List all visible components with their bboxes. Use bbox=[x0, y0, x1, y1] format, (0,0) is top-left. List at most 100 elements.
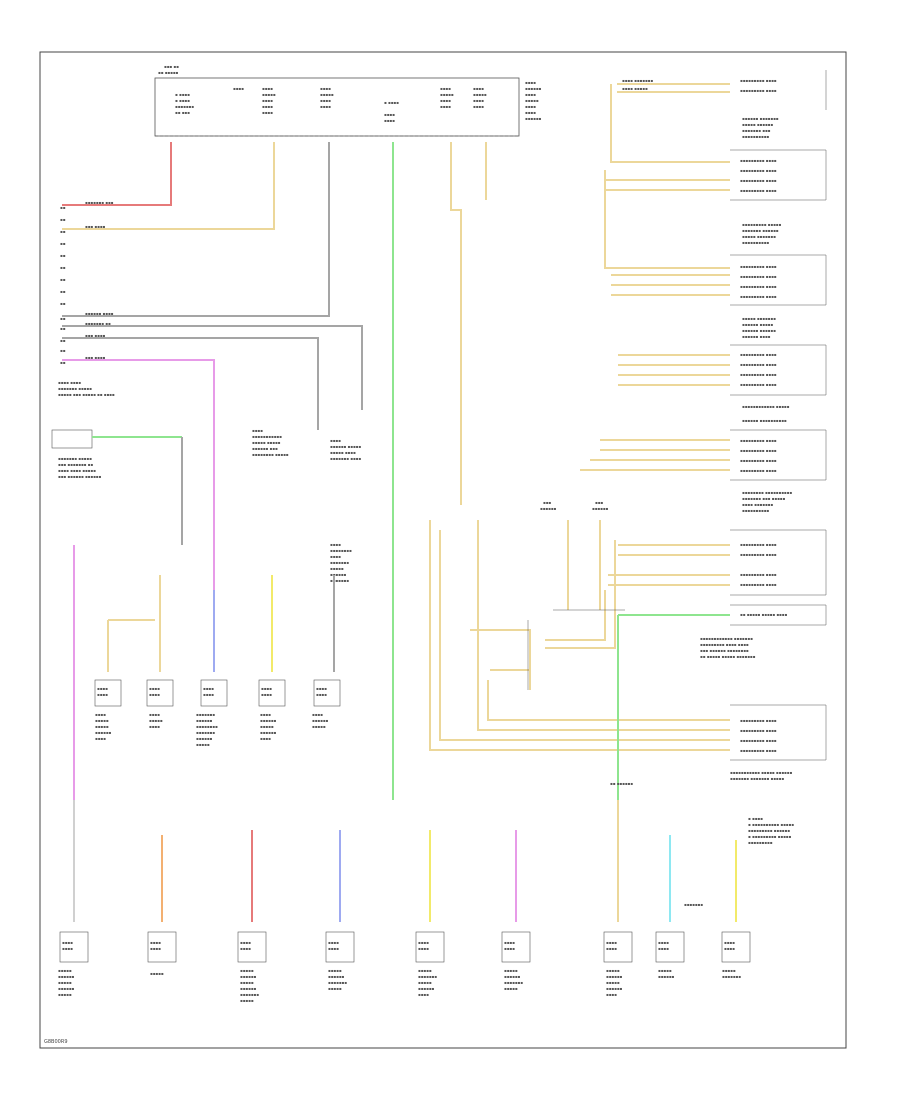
right-modules: ▪▪▪▪▪▪ ▪▪▪▪▪▪▪ ▪▪▪▪▪ ▪▪▪▪▪▪ ▪▪▪▪▪▪▪ ▪▪▪ … bbox=[700, 70, 827, 781]
svg-text:▪▪▪▪▪▪▪ ▪▪▪: ▪▪▪▪▪▪▪ ▪▪▪ bbox=[85, 200, 114, 205]
svg-text:▪▪▪▪: ▪▪▪▪ bbox=[149, 692, 160, 697]
svg-text:▪▪▪▪: ▪▪▪▪ bbox=[473, 104, 484, 109]
svg-text:▪▪▪▪▪▪▪ ▪▪▪▪▪▪▪ ▪▪▪▪▪: ▪▪▪▪▪▪▪ ▪▪▪▪▪▪▪ ▪▪▪▪▪ bbox=[730, 776, 784, 781]
svg-text:▪▪: ▪▪ bbox=[60, 301, 66, 306]
svg-text:▪▪▪▪▪: ▪▪▪▪▪ bbox=[240, 998, 254, 1003]
svg-text:▪▪▪▪▪▪▪▪ ▪▪▪▪▪: ▪▪▪▪▪▪▪▪ ▪▪▪▪▪ bbox=[252, 452, 289, 457]
svg-text:▪▪▪▪ ▪▪▪▪: ▪▪▪▪ ▪▪▪▪ bbox=[58, 380, 81, 385]
svg-text:▪▪▪▪▪: ▪▪▪▪▪ bbox=[606, 980, 620, 985]
svg-text:▪▪▪▪▪▪▪ ▪▪▪: ▪▪▪▪▪▪▪ ▪▪▪ bbox=[742, 128, 771, 133]
svg-text:▪▪▪▪▪: ▪▪▪▪▪ bbox=[606, 968, 620, 973]
svg-text:▪▪▪▪▪▪▪▪▪ ▪▪▪▪: ▪▪▪▪▪▪▪▪▪ ▪▪▪▪ bbox=[740, 284, 777, 289]
svg-text:▪▪▪▪: ▪▪▪▪ bbox=[440, 86, 451, 91]
svg-text:▪▪▪▪: ▪▪▪▪ bbox=[330, 438, 341, 443]
svg-text:▪▪▪▪▪▪▪: ▪▪▪▪▪▪▪ bbox=[330, 560, 349, 565]
svg-text:▪▪▪▪▪▪ ▪▪▪▪▪▪: ▪▪▪▪▪▪ ▪▪▪▪▪▪ bbox=[742, 328, 776, 333]
svg-text:▪▪▪▪: ▪▪▪▪ bbox=[473, 98, 484, 103]
svg-text:▪▪▪▪▪▪▪▪▪ ▪▪▪▪: ▪▪▪▪▪▪▪▪▪ ▪▪▪▪ bbox=[740, 352, 777, 357]
svg-text:▪▪▪▪▪▪: ▪▪▪▪▪▪ bbox=[592, 506, 609, 511]
svg-text:▪▪▪▪▪: ▪▪▪▪▪ bbox=[196, 742, 210, 747]
svg-text:▪▪▪▪▪▪▪▪▪ ▪▪▪▪▪: ▪▪▪▪▪▪▪▪▪ ▪▪▪▪▪ bbox=[742, 222, 782, 227]
svg-text:▪▪▪ ▪▪▪▪: ▪▪▪ ▪▪▪▪ bbox=[85, 333, 106, 338]
svg-text:▪▪▪▪: ▪▪▪▪ bbox=[328, 946, 339, 951]
svg-text:▪▪▪▪▪▪▪: ▪▪▪▪▪▪▪ bbox=[196, 730, 215, 735]
svg-text:▪▪▪ ▪▪▪▪▪▪ ▪▪▪▪▪▪: ▪▪▪ ▪▪▪▪▪▪ ▪▪▪▪▪▪ bbox=[58, 474, 101, 479]
svg-text:▪▪▪▪▪▪: ▪▪▪▪▪▪ bbox=[418, 986, 435, 991]
svg-text:▪▪: ▪▪ bbox=[60, 348, 66, 353]
svg-text:▪▪▪▪▪▪▪▪▪ ▪▪▪▪: ▪▪▪▪▪▪▪▪▪ ▪▪▪▪ bbox=[740, 582, 777, 587]
svg-text:▪▪▪▪▪▪▪▪▪ ▪▪▪▪ ▪▪▪▪: ▪▪▪▪▪▪▪▪▪ ▪▪▪▪ ▪▪▪▪ bbox=[700, 642, 749, 647]
svg-text:▪▪▪▪: ▪▪▪▪ bbox=[418, 940, 429, 945]
svg-text:▪▪▪▪: ▪▪▪▪ bbox=[320, 104, 331, 109]
svg-text:▪▪▪▪▪▪▪▪▪ ▪▪▪▪: ▪▪▪▪▪▪▪▪▪ ▪▪▪▪ bbox=[740, 294, 777, 299]
svg-text:▪▪▪▪▪▪▪: ▪▪▪▪▪▪▪ bbox=[504, 980, 523, 985]
svg-text:▪▪▪▪▪: ▪▪▪▪▪ bbox=[328, 968, 342, 973]
svg-text:▪▪▪▪: ▪▪▪▪ bbox=[384, 112, 395, 117]
svg-text:▪▪▪▪▪▪▪▪▪▪: ▪▪▪▪▪▪▪▪▪▪ bbox=[742, 240, 769, 245]
svg-text:▪▪▪▪▪▪▪: ▪▪▪▪▪▪▪ bbox=[330, 578, 349, 583]
svg-text:▪▪: ▪▪ bbox=[60, 229, 66, 234]
svg-text:▪▪▪ ▪▪▪▪: ▪▪▪ ▪▪▪▪ bbox=[85, 355, 106, 360]
svg-text:▪▪: ▪▪ bbox=[60, 277, 66, 282]
svg-text:▪▪▪▪▪: ▪▪▪▪▪ bbox=[95, 724, 109, 729]
svg-text:▪▪▪▪▪▪▪▪▪ ▪▪▪▪: ▪▪▪▪▪▪▪▪▪ ▪▪▪▪ bbox=[740, 468, 777, 473]
svg-text:▪▪: ▪▪ bbox=[60, 205, 66, 210]
svg-text:▪▪▪▪▪▪: ▪▪▪▪▪▪ bbox=[58, 974, 75, 979]
svg-text:▪▪▪▪: ▪▪▪▪ bbox=[473, 86, 484, 91]
svg-text:▪▪▪▪▪: ▪▪▪▪▪ bbox=[260, 724, 274, 729]
svg-text:▪▪▪▪▪▪▪▪▪▪: ▪▪▪▪▪▪▪▪▪▪ bbox=[742, 134, 769, 139]
svg-text:▪▪▪▪▪▪: ▪▪▪▪▪▪ bbox=[196, 718, 213, 723]
svg-text:▪▪▪▪▪▪ ▪▪▪▪▪▪▪: ▪▪▪▪▪▪ ▪▪▪▪▪▪▪ bbox=[742, 116, 779, 121]
svg-text:▪▪▪▪: ▪▪▪▪ bbox=[440, 104, 451, 109]
svg-text:▪▪▪▪▪▪▪▪ ▪▪▪▪▪▪▪▪▪▪: ▪▪▪▪▪▪▪▪ ▪▪▪▪▪▪▪▪▪▪ bbox=[742, 490, 792, 495]
svg-text:▪▪▪▪▪▪▪▪▪ ▪▪▪▪: ▪▪▪▪▪▪▪▪▪ ▪▪▪▪ bbox=[740, 382, 777, 387]
svg-text:▪▪▪▪: ▪▪▪▪ bbox=[316, 686, 327, 691]
svg-text:▪▪▪▪▪▪▪▪▪ ▪▪▪▪: ▪▪▪▪▪▪▪▪▪ ▪▪▪▪ bbox=[740, 372, 777, 377]
svg-text:▪▪▪▪▪▪▪▪▪ ▪▪▪▪: ▪▪▪▪▪▪▪▪▪ ▪▪▪▪ bbox=[740, 458, 777, 463]
svg-text:▪▪▪▪▪▪▪▪▪ ▪▪▪▪: ▪▪▪▪▪▪▪▪▪ ▪▪▪▪ bbox=[740, 542, 777, 547]
svg-text:▪▪▪▪▪: ▪▪▪▪▪ bbox=[58, 968, 72, 973]
svg-text:▪▪▪▪▪▪▪▪▪ ▪▪▪▪: ▪▪▪▪▪▪▪▪▪ ▪▪▪▪ bbox=[740, 572, 777, 577]
svg-text:▪▪▪▪: ▪▪▪▪ bbox=[418, 992, 429, 997]
svg-text:▪▪▪▪: ▪▪▪▪ bbox=[525, 92, 536, 97]
svg-text:▪▪▪▪▪▪ ▪▪▪▪: ▪▪▪▪▪▪ ▪▪▪▪ bbox=[742, 334, 771, 339]
svg-text:▪▪▪▪▪▪▪▪▪▪▪▪ ▪▪▪▪▪▪▪: ▪▪▪▪▪▪▪▪▪▪▪▪ ▪▪▪▪▪▪▪ bbox=[700, 636, 753, 641]
svg-text:▪▪▪▪▪▪▪▪▪ ▪▪▪▪: ▪▪▪▪▪▪▪▪▪ ▪▪▪▪ bbox=[740, 718, 777, 723]
wire-gray-left bbox=[62, 142, 363, 430]
svg-text:▪▪▪▪ ▪▪▪▪▪▪▪: ▪▪▪▪ ▪▪▪▪▪▪▪ bbox=[622, 78, 653, 83]
svg-text:▪▪▪▪▪ ▪▪▪ ▪▪▪▪▪ ▪▪ ▪▪▪▪: ▪▪▪▪▪ ▪▪▪ ▪▪▪▪▪ ▪▪ ▪▪▪▪ bbox=[58, 392, 115, 397]
svg-text:▪▪▪▪: ▪▪▪▪ bbox=[150, 946, 161, 951]
svg-text:▪▪▪▪: ▪▪▪▪ bbox=[316, 692, 327, 697]
svg-text:▪▪▪▪▪: ▪▪▪▪▪ bbox=[58, 980, 72, 985]
svg-text:▪▪▪ ▪▪▪▪: ▪▪▪ ▪▪▪▪ bbox=[85, 224, 106, 229]
svg-text:▪▪▪▪▪: ▪▪▪▪▪ bbox=[312, 724, 326, 729]
svg-text:▪▪: ▪▪ bbox=[60, 360, 66, 365]
svg-text:▪▪▪▪: ▪▪▪▪ bbox=[260, 736, 271, 741]
svg-text:▪▪▪▪▪: ▪▪▪▪▪ bbox=[149, 718, 163, 723]
svg-text:▪▪▪▪▪: ▪▪▪▪▪ bbox=[320, 92, 334, 97]
svg-text:▪▪▪▪: ▪▪▪▪ bbox=[504, 940, 515, 945]
svg-text:▪▪▪▪: ▪▪▪▪ bbox=[330, 542, 341, 547]
svg-text:▪▪▪▪: ▪▪▪▪ bbox=[312, 712, 323, 717]
svg-text:▪▪▪▪▪▪▪: ▪▪▪▪▪▪▪ bbox=[418, 974, 437, 979]
svg-text:▪ ▪▪▪▪: ▪ ▪▪▪▪ bbox=[384, 100, 399, 105]
svg-text:▪▪▪▪▪▪▪▪▪▪▪ ▪▪▪▪▪ ▪▪▪▪▪▪: ▪▪▪▪▪▪▪▪▪▪▪ ▪▪▪▪▪ ▪▪▪▪▪▪ bbox=[730, 770, 792, 775]
svg-text:▪▪▪▪▪ ▪▪▪▪▪: ▪▪▪▪▪ ▪▪▪▪▪ bbox=[252, 440, 281, 445]
svg-text:▪▪▪▪: ▪▪▪▪ bbox=[150, 940, 161, 945]
data-link-connector: ▪▪▪ ▪▪ ▪▪ ▪▪▪▪▪ ▪ ▪▪▪▪ ▪ ▪▪▪▪ ▪▪▪▪▪▪▪ ▪▪… bbox=[154, 64, 542, 137]
svg-text:▪▪▪ ▪▪▪▪▪▪ ▪▪▪▪▪▪▪▪: ▪▪▪ ▪▪▪▪▪▪ ▪▪▪▪▪▪▪▪ bbox=[700, 648, 749, 653]
svg-text:▪▪▪▪▪: ▪▪▪▪▪ bbox=[722, 968, 736, 973]
svg-text:▪▪▪▪▪▪: ▪▪▪▪▪▪ bbox=[196, 736, 213, 741]
svg-text:▪▪▪▪▪▪: ▪▪▪▪▪▪ bbox=[606, 986, 623, 991]
svg-text:▪▪▪▪: ▪▪▪▪ bbox=[261, 692, 272, 697]
svg-text:▪▪▪▪: ▪▪▪▪ bbox=[240, 946, 251, 951]
bottom-row-wires bbox=[73, 800, 737, 922]
svg-text:▪▪▪: ▪▪▪ bbox=[543, 500, 551, 505]
svg-text:▪▪: ▪▪ bbox=[60, 289, 66, 294]
svg-text:▪▪: ▪▪ bbox=[60, 338, 66, 343]
svg-text:▪▪▪▪▪: ▪▪▪▪▪ bbox=[504, 986, 518, 991]
svg-text:▪▪▪▪▪▪: ▪▪▪▪▪▪ bbox=[95, 730, 112, 735]
svg-text:▪▪▪▪: ▪▪▪▪ bbox=[262, 98, 273, 103]
diagram-border bbox=[39, 51, 847, 1049]
